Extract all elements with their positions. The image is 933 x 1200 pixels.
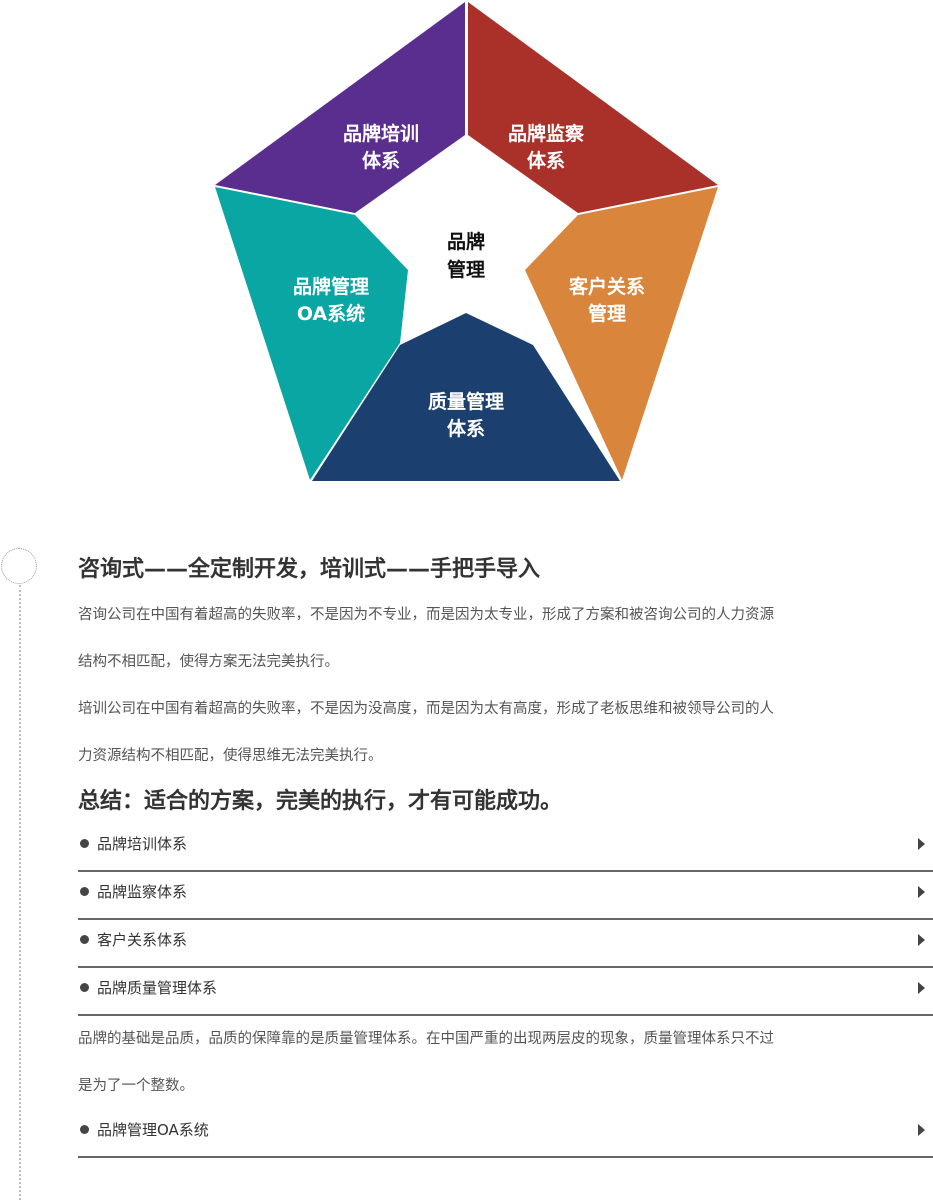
paragraph-quality: 品牌的基础是品质，品质的保障靠的是质量管理体系。在中国严重的出现两层皮的现象，质… xyxy=(78,1016,933,1110)
segment-brand-oa-system[interactable] xyxy=(215,187,408,480)
timeline-circle-marker xyxy=(1,548,37,584)
list-item-brand-monitoring[interactable]: 品牌监察体系 xyxy=(78,872,933,920)
chevron-right-icon[interactable] xyxy=(918,1124,925,1136)
paragraph-line: 品牌的基础是品质，品质的保障靠的是质量管理体系。在中国严重的出现两层皮的现象，质… xyxy=(78,1031,774,1047)
quality-label-line2: 体系 xyxy=(447,417,485,440)
bullet-dot-icon xyxy=(80,935,89,944)
paragraph-line: 培训公司在中国有着超高的失败率，不是因为没高度，而是因为太有高度，形成了老板思维… xyxy=(78,701,774,717)
chevron-right-icon[interactable] xyxy=(918,886,925,898)
list-item-brand-quality[interactable]: 品牌质量管理体系 xyxy=(78,968,933,1016)
paragraph-consulting: 咨询公司在中国有着超高的失败率，不是因为不专业，而是因为太专业，形成了方案和被咨… xyxy=(78,592,933,686)
section-heading-summary: 总结：适合的方案，完美的执行，才有可能成功。 xyxy=(78,789,563,814)
list-item-label: 品牌监察体系 xyxy=(97,883,188,901)
customer-label-line1: 客户关系 xyxy=(569,275,645,298)
paragraph-line: 结构不相匹配，使得方案无法完美执行。 xyxy=(78,654,339,670)
segment-brand-training[interactable] xyxy=(215,2,465,213)
list-item-brand-training[interactable]: 品牌培训体系 xyxy=(78,824,933,872)
list-item-label: 客户关系体系 xyxy=(97,931,188,949)
monitoring-label-line2: 体系 xyxy=(527,149,565,172)
chevron-right-icon[interactable] xyxy=(918,982,925,994)
paragraph-line: 是为了一个整数。 xyxy=(78,1078,194,1094)
segment-quality-management[interactable] xyxy=(312,313,620,481)
paragraph-training: 培训公司在中国有着超高的失败率，不是因为没高度，而是因为太有高度，形成了老板思维… xyxy=(78,686,933,780)
timeline-dotted-line xyxy=(19,585,21,1200)
paragraph-line: 咨询公司在中国有着超高的失败率，不是因为不专业，而是因为太专业，形成了方案和被咨… xyxy=(78,607,774,623)
center-label-line2: 管理 xyxy=(447,258,485,281)
oa-label-line2: OA系统 xyxy=(297,302,365,325)
training-label-line1: 品牌培训 xyxy=(343,122,419,145)
center-label-line1: 品牌 xyxy=(447,230,485,253)
bullet-dot-icon xyxy=(80,983,89,992)
customer-label-line2: 管理 xyxy=(588,302,626,325)
section-heading-consulting: 咨询式——全定制开发，培训式——手把手导入 xyxy=(78,557,541,582)
chevron-right-icon[interactable] xyxy=(918,934,925,946)
list-item-label: 品牌质量管理体系 xyxy=(97,979,218,997)
list-item-brand-oa-system[interactable]: 品牌管理OA系统 xyxy=(78,1110,933,1158)
content-section: 咨询式——全定制开发，培训式——手把手导入 咨询公司在中国有着超高的失败率，不是… xyxy=(78,548,933,1158)
bullet-dot-icon xyxy=(80,1125,89,1134)
list-item-label: 品牌培训体系 xyxy=(97,835,188,853)
training-label-line2: 体系 xyxy=(362,149,400,172)
segment-brand-monitoring[interactable] xyxy=(468,2,718,213)
segment-customer-relations[interactable] xyxy=(525,187,718,480)
list-item-customer-relations[interactable]: 客户关系体系 xyxy=(78,920,933,968)
list-item-label: 品牌管理OA系统 xyxy=(97,1121,209,1139)
bullet-dot-icon xyxy=(80,887,89,896)
quality-label-line1: 质量管理 xyxy=(428,390,504,413)
oa-label-line1: 品牌管理 xyxy=(293,275,369,298)
brand-management-pentagon-diagram: 品牌 管理 品牌培训 体系 品牌监察 体系 客户关系 管理 质量管理 体系 品牌… xyxy=(215,2,718,481)
monitoring-label-line1: 品牌监察 xyxy=(508,122,585,145)
paragraph-line: 力资源结构不相匹配，使得思维无法完美执行。 xyxy=(78,748,383,764)
chevron-right-icon[interactable] xyxy=(918,838,925,850)
bullet-dot-icon xyxy=(80,839,89,848)
